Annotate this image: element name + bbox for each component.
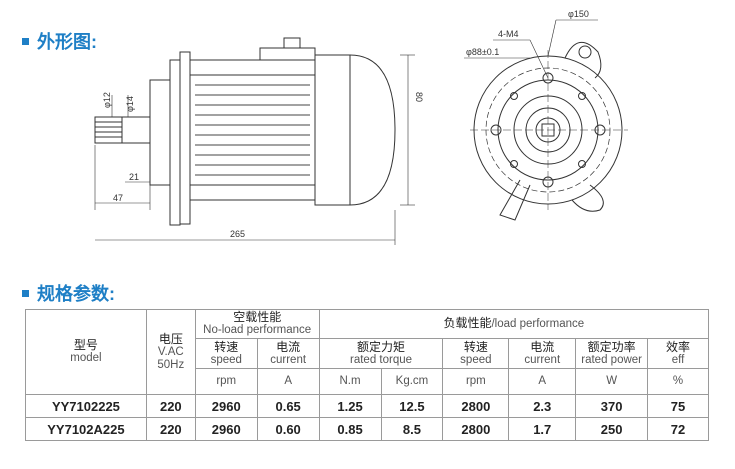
dim-d14: φ14 bbox=[125, 96, 135, 112]
drawing-title-text: 外形图: bbox=[37, 32, 97, 52]
spec-table: 型号 model 电压 V.AC 50Hz 空载性能 No-load perfo… bbox=[25, 309, 710, 441]
motor-front-view bbox=[464, 19, 628, 221]
unit-a: A bbox=[256, 368, 320, 395]
unit-kgcm: Kg.cm bbox=[380, 368, 444, 395]
table-row: YY7102225 220 2960 0.65 1.25 12.5 2800 2… bbox=[25, 394, 709, 418]
unit-nm: N.m bbox=[318, 368, 382, 395]
flange bbox=[169, 59, 181, 226]
bullet-square-icon bbox=[22, 289, 29, 297]
unit-pct: % bbox=[647, 368, 709, 395]
front-boss bbox=[149, 79, 171, 186]
header-load: 负载性能/load performance bbox=[318, 309, 710, 339]
unit-w: W bbox=[575, 368, 649, 395]
header-noload: 空载性能 No-load performance bbox=[194, 309, 320, 339]
spec-title-text: 规格参数: bbox=[37, 284, 115, 304]
end-cap bbox=[314, 54, 396, 206]
dim-d88: φ88±0.1 bbox=[466, 47, 499, 57]
dim-d12: φ12 bbox=[102, 92, 112, 108]
bullet-square-icon bbox=[22, 37, 29, 45]
dim-265: 265 bbox=[230, 229, 245, 239]
mount-ear bbox=[564, 42, 602, 79]
drawing-section-title: 外形图: bbox=[22, 28, 97, 54]
header-voltage: 电压 V.AC 50Hz bbox=[145, 309, 196, 395]
dim-47: 47 bbox=[113, 193, 123, 203]
dim-80: 80 bbox=[414, 92, 424, 102]
motor-outline-drawing: φ12 φ14 21 47 265 80 bbox=[94, 9, 628, 245]
header-model: 型号 model bbox=[25, 309, 147, 395]
unit-rpm2: rpm bbox=[442, 368, 510, 395]
unit-rpm: rpm bbox=[194, 368, 258, 395]
dim-4-m4: 4-M4 bbox=[498, 29, 519, 39]
dim-21: 21 bbox=[129, 172, 139, 182]
dim-d150: φ150 bbox=[568, 9, 589, 19]
unit-a2: A bbox=[508, 368, 577, 395]
motor-body bbox=[189, 59, 316, 201]
table-row: YY7102A225 220 2960 0.60 0.85 8.5 2800 1… bbox=[25, 417, 709, 441]
motor-side-view bbox=[94, 37, 415, 245]
spec-section-title: 规格参数: bbox=[22, 280, 115, 306]
